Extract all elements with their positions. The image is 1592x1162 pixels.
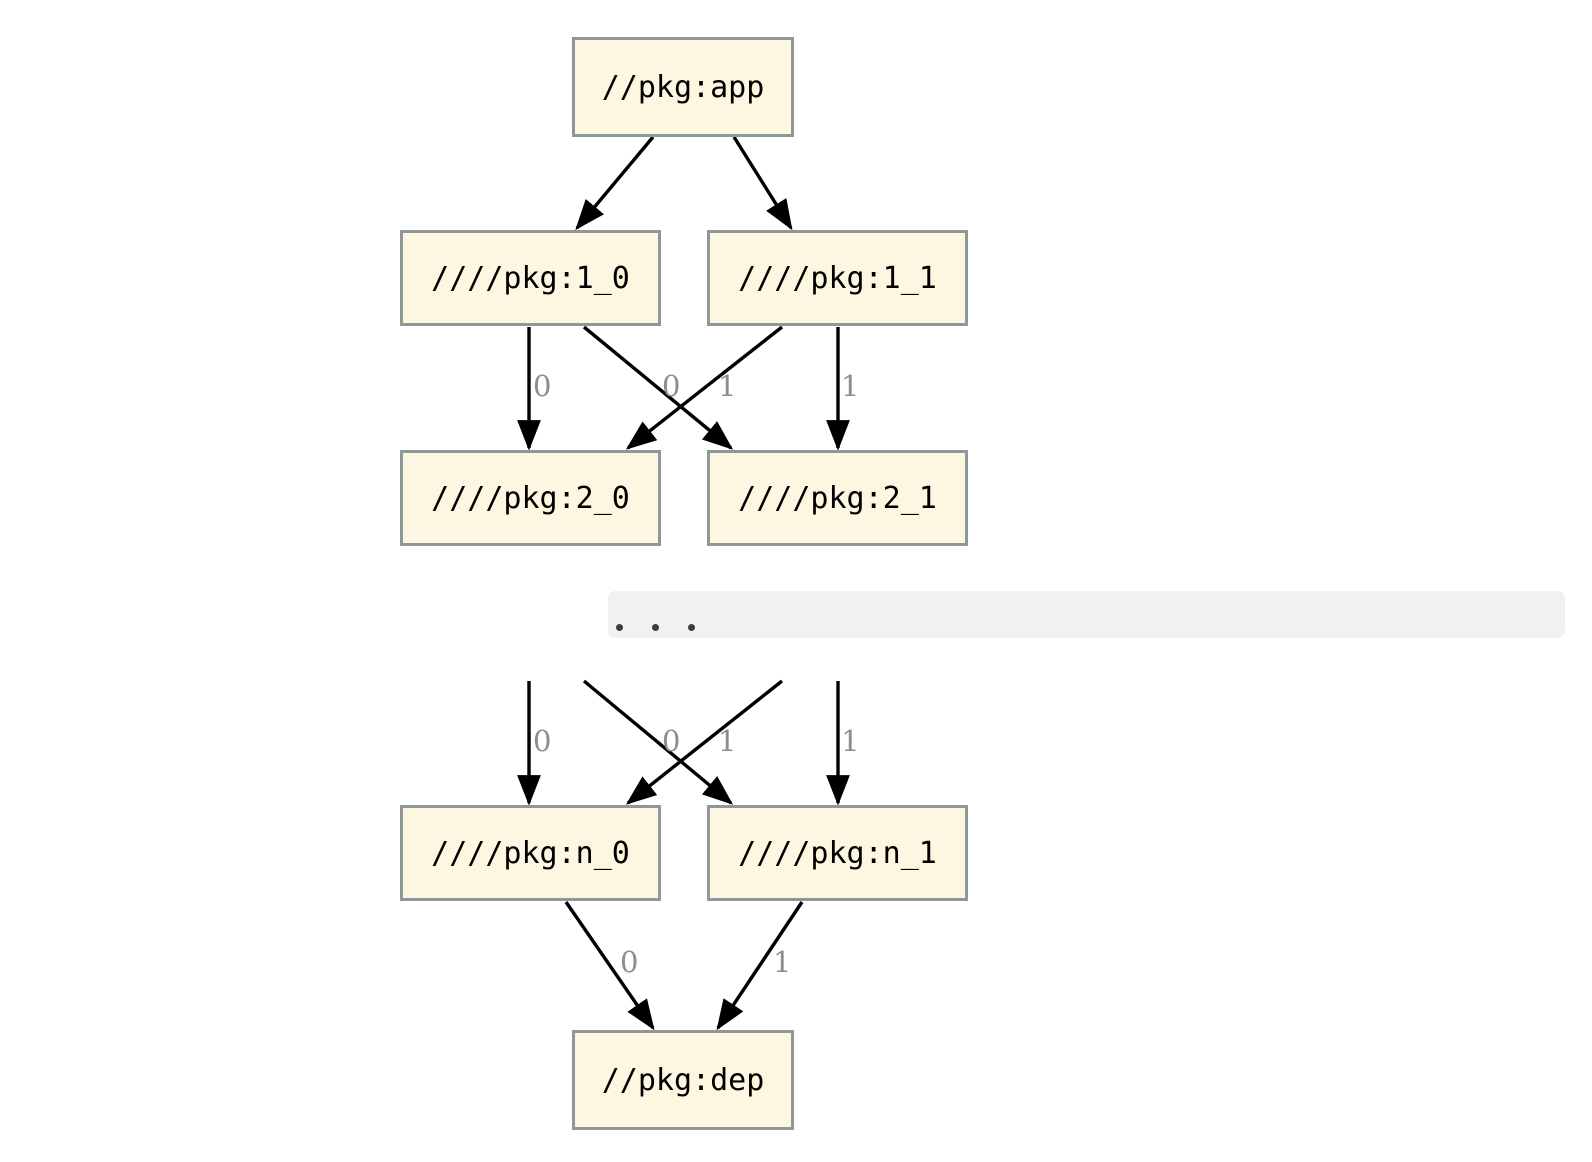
graph-node-l1_0[interactable]: ////pkg:1_0 xyxy=(400,230,661,326)
graph-node-l1_1[interactable]: ////pkg:1_1 xyxy=(707,230,968,326)
graph-node-l2_0[interactable]: ////pkg:2_0 xyxy=(400,450,661,546)
edge-label: 1 xyxy=(773,945,792,979)
ellipsis-dot xyxy=(688,624,695,631)
ellipsis-dot xyxy=(652,624,659,631)
graph-edge xyxy=(716,901,804,1031)
edge-label: 0 xyxy=(533,369,552,403)
edge-label: 0 xyxy=(662,724,681,758)
graph-node-dep[interactable]: //pkg:dep xyxy=(572,1030,794,1130)
graph-edge xyxy=(575,135,655,231)
edge-label: 1 xyxy=(841,369,860,403)
graph-node-app[interactable]: //pkg:app xyxy=(572,37,794,137)
graph-edge xyxy=(564,901,655,1031)
ellipsis-separator xyxy=(608,591,1565,638)
graph-edge xyxy=(582,679,734,805)
edge-label: 0 xyxy=(662,369,681,403)
graph-node-l2_1[interactable]: ////pkg:2_1 xyxy=(707,450,968,546)
ellipsis-dot xyxy=(616,624,623,631)
edge-label: 1 xyxy=(841,724,860,758)
edge-label: 1 xyxy=(718,724,737,758)
edge-label: 0 xyxy=(533,724,552,758)
edge-label: 0 xyxy=(620,945,639,979)
graph-node-ln_0[interactable]: ////pkg:n_0 xyxy=(400,805,661,901)
ellipsis-dots xyxy=(616,624,695,631)
graph-node-ln_1[interactable]: ////pkg:n_1 xyxy=(707,805,968,901)
edges-group xyxy=(517,135,850,1031)
graph-edge xyxy=(582,325,734,450)
graph-edge xyxy=(625,679,784,805)
graph-edge xyxy=(732,136,793,231)
graph-edge xyxy=(625,325,784,450)
edge-label: 1 xyxy=(718,369,737,403)
